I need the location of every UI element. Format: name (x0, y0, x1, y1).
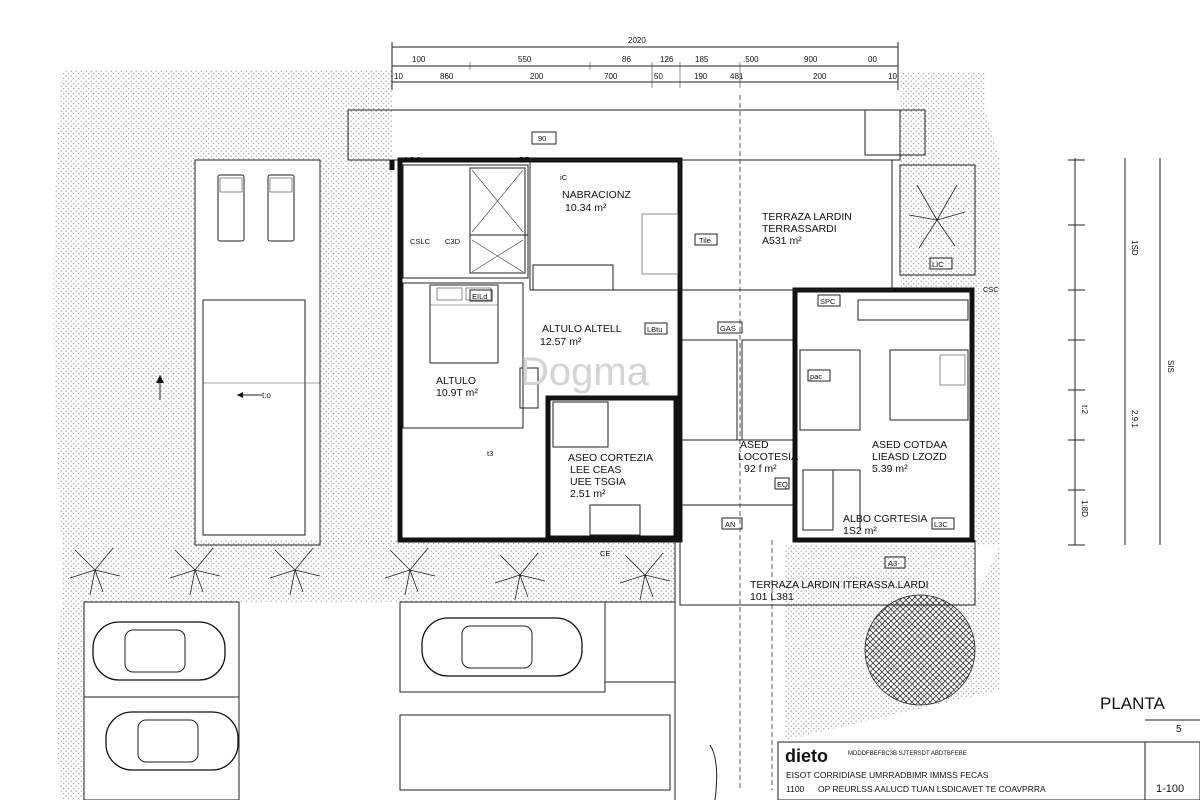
dim-sec-8: 200 (813, 72, 827, 81)
tag-13: LIC (932, 260, 944, 269)
dim-top-5: 185 (695, 55, 709, 64)
sheet-number: 5 (1176, 724, 1182, 735)
tag-18: t3 (487, 449, 493, 458)
title-line-3-prefix: 1100 (786, 784, 805, 794)
dim-sec-1: 10 (394, 72, 403, 81)
tag-3: LC 8 (405, 155, 421, 164)
tag-4: aRF. (515, 155, 530, 164)
tag-14: EQ (777, 480, 788, 489)
room-altulo-name: ALTULO (436, 375, 476, 387)
room-aseo-cortezia-sub2: UEE TSGIA (570, 476, 626, 488)
plant-icon (69, 184, 966, 601)
dim-sec-3: 200 (530, 72, 544, 81)
tag-pool: t:o (262, 391, 271, 400)
right-dim-3: t:2 (1080, 405, 1089, 414)
dim-top-2: 550 (518, 55, 532, 64)
title-line-1: MDDDFBEFBC3B SJTERSDT ABDTBFEBE (848, 751, 967, 757)
tag-17: A3 (888, 559, 897, 568)
room-labels: NABRACIONZ 10.34 m² TERRAZA LARDIN TERRA… (436, 189, 947, 603)
room-altulo-area: 10.9T m² (436, 387, 478, 399)
room-albo-cgrtesia-name: ALBO CGRTESIA (843, 513, 927, 525)
right-dim-1: 1SD (1130, 240, 1139, 256)
car-icon (92, 617, 583, 771)
tag-16: L3C (934, 520, 948, 529)
room-ased-sub: LOCOTESIA (738, 451, 798, 463)
room-albo-cgrtesia-area: 1S2 m² (843, 525, 877, 537)
dim-top-4: 126 (660, 55, 674, 64)
room-terraza-top-area: A531 m² (762, 235, 802, 247)
tag-19: CE (600, 549, 610, 558)
sheet-title: PLANTA (1100, 694, 1166, 713)
tag-6: CSLC (410, 237, 431, 246)
room-aseo-cortezia-sub1: LEE CEAS (570, 464, 621, 476)
right-dim-2: SIS (1166, 360, 1175, 373)
room-nabracionz-name: NABRACIONZ (562, 189, 631, 201)
dim-total: 2020 (628, 36, 646, 45)
title-line-3: OP REURLSS AALUCD TUAN LSDICAVET TE COAV… (818, 784, 1046, 794)
dim-sec-2: 860 (440, 72, 454, 81)
room-aseo-cortezia-area: 2.51 m² (570, 488, 606, 500)
lower-area (83, 540, 976, 800)
tag-10: GAS (720, 324, 736, 333)
title-block: PLANTA 5 1-100 dieto MDDDFBEFBC3B SJTERS… (777, 694, 1200, 800)
tags: 90 iC LC 8 aRF. Tile CSLC C3D EILd LBtu … (405, 131, 999, 569)
tag-1: 90 (538, 134, 546, 143)
tag-11: SPC (820, 297, 836, 306)
garden-stipple (53, 70, 1000, 800)
house-walls (347, 95, 976, 790)
tag-15: AN (725, 520, 735, 529)
room-ased-cotdaa-sub: LIEASD LZOZD (872, 451, 947, 463)
room-terraza-top-name: TERRAZA LARDIN (762, 211, 852, 223)
room-terraza-bottom-area: 101 L381 (750, 591, 794, 603)
dim-sec-4: 700 (604, 72, 618, 81)
sunbed-icon (217, 174, 295, 242)
title-line-2: EISOT CORRIDIASE UMRRADBIMR IMMSS FECAS (786, 770, 989, 780)
room-altulo-altell-name: ALTULO ALTELL (542, 323, 622, 335)
dim-sec-6: 190 (694, 72, 708, 81)
tag-8: EILd (472, 292, 487, 301)
dim-sec-5: 50 (654, 72, 663, 81)
room-nabracionz-area: 10.34 m² (565, 202, 607, 214)
watermark: Dogma (520, 350, 650, 394)
dim-top-6: .500 (743, 55, 759, 64)
company-logo: dieto (785, 746, 828, 766)
tag-9: LBtu (647, 325, 662, 334)
room-ased-cotdaa-name: ASED COTDAA (872, 439, 947, 451)
room-altulo-altell-area: 12.57 m² (540, 336, 582, 348)
right-dimensions: 1SD SIS t:2 2.9.1 1:8D (1068, 158, 1175, 546)
room-terraza-bottom-name: TERRAZA LARDIN ITERASSA.LARDI (750, 579, 929, 591)
dim-sec-9: 10 (888, 72, 897, 81)
top-dimensions: 2020 100 550 86 126 185 .500 900 00 10 8… (391, 36, 899, 90)
tag-2: iC (560, 173, 568, 182)
dim-top-3: 86 (622, 55, 631, 64)
room-ased-name: ASED (740, 439, 769, 451)
scale: 1-100 (1156, 783, 1184, 795)
tag-7: C3D (445, 237, 461, 246)
room-terraza-top-sub: TERRASSARDI (762, 223, 837, 235)
tag-12: pac (810, 372, 822, 381)
right-dim-5: 1:8D (1080, 500, 1089, 517)
room-ased-cotdaa-area: 5.39 m² (872, 463, 908, 475)
pool-area: t:o (156, 159, 321, 546)
right-dim-4: 2.9.1 (1130, 410, 1139, 428)
dim-top-8: 00 (868, 55, 877, 64)
dim-top-7: 900 (804, 55, 818, 64)
dim-sec-7: 481 (730, 72, 744, 81)
dim-top-1: 100 (412, 55, 426, 64)
tag-5: Tile (699, 236, 711, 245)
room-aseo-cortezia-name: ASEO CORTEZIA (568, 452, 653, 464)
tag-20: CSC (983, 285, 999, 294)
room-ased-area: 92 f m² (744, 463, 777, 475)
